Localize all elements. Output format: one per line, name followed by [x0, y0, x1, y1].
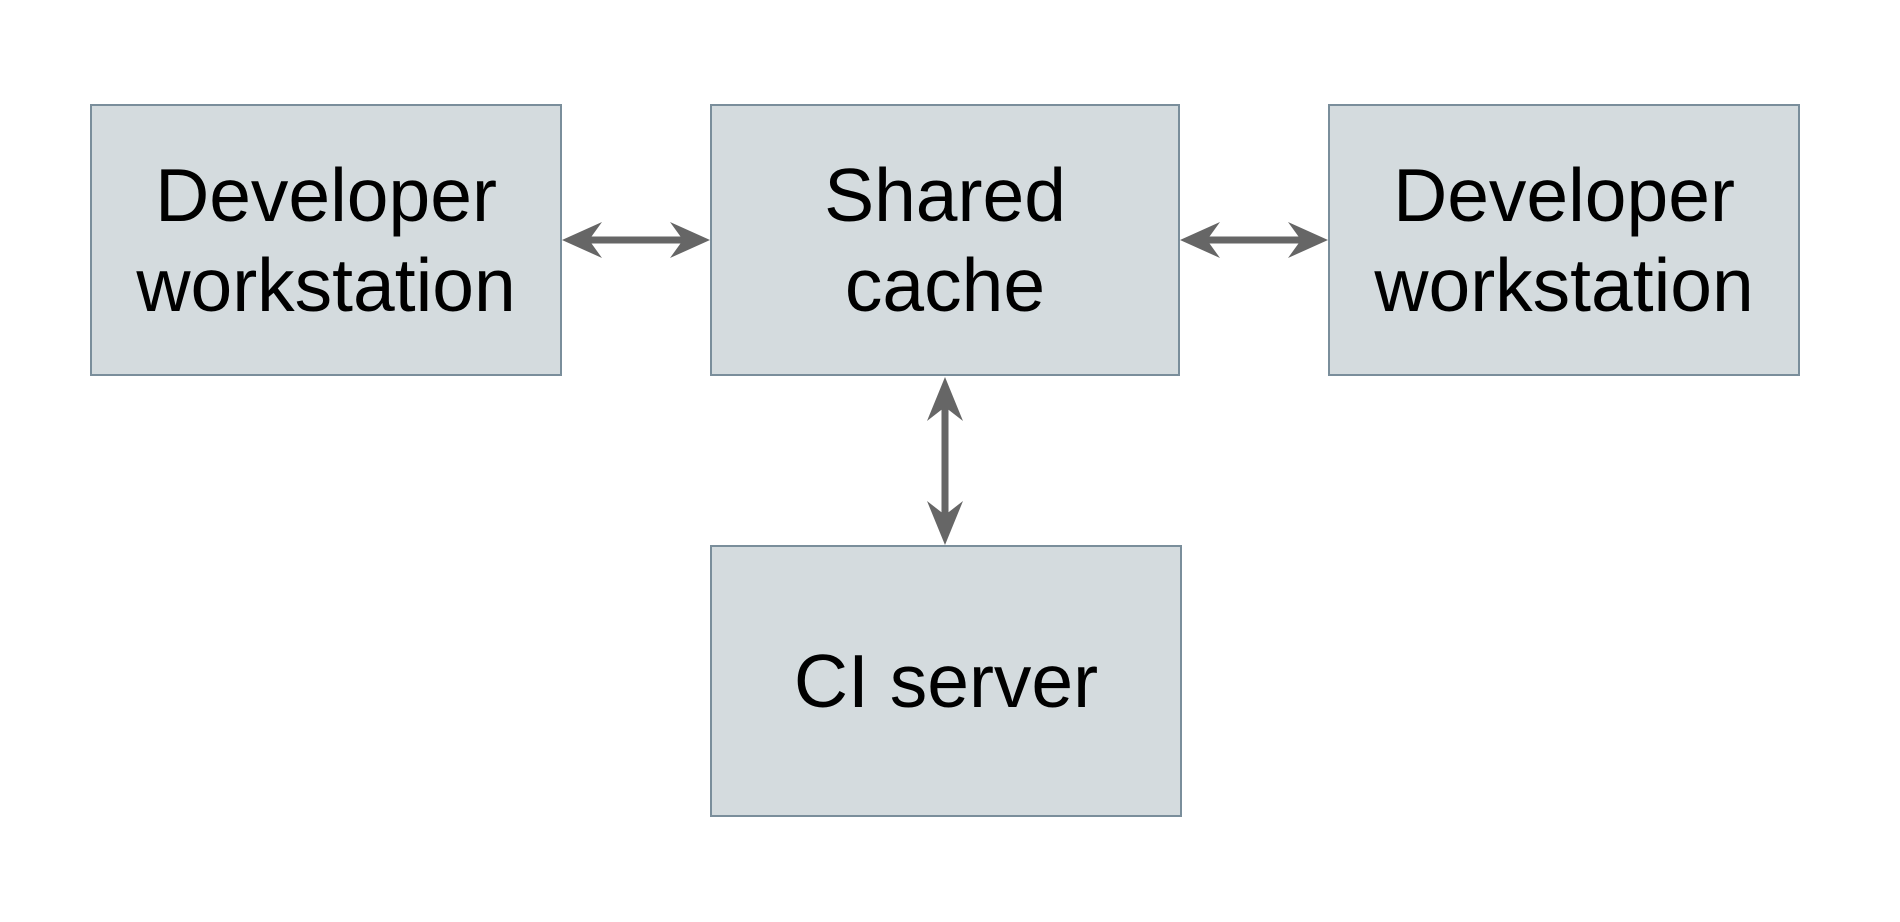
node-ci-server: CI server	[710, 545, 1182, 817]
bidirectional-arrow-left-workstation-to-cache	[562, 219, 710, 261]
bidirectional-arrow-cache-to-right-workstation	[1180, 219, 1328, 261]
node-developer-workstation-left: Developer workstation	[90, 104, 562, 376]
node-label: Developer workstation	[1374, 153, 1754, 327]
node-label: CI server	[793, 639, 1099, 723]
node-label: Shared cache	[824, 153, 1066, 327]
node-developer-workstation-right: Developer workstation	[1328, 104, 1800, 376]
node-shared-cache: Shared cache	[710, 104, 1180, 376]
bidirectional-arrow-cache-to-ci-server	[925, 377, 965, 545]
node-label: Developer workstation	[136, 153, 516, 327]
